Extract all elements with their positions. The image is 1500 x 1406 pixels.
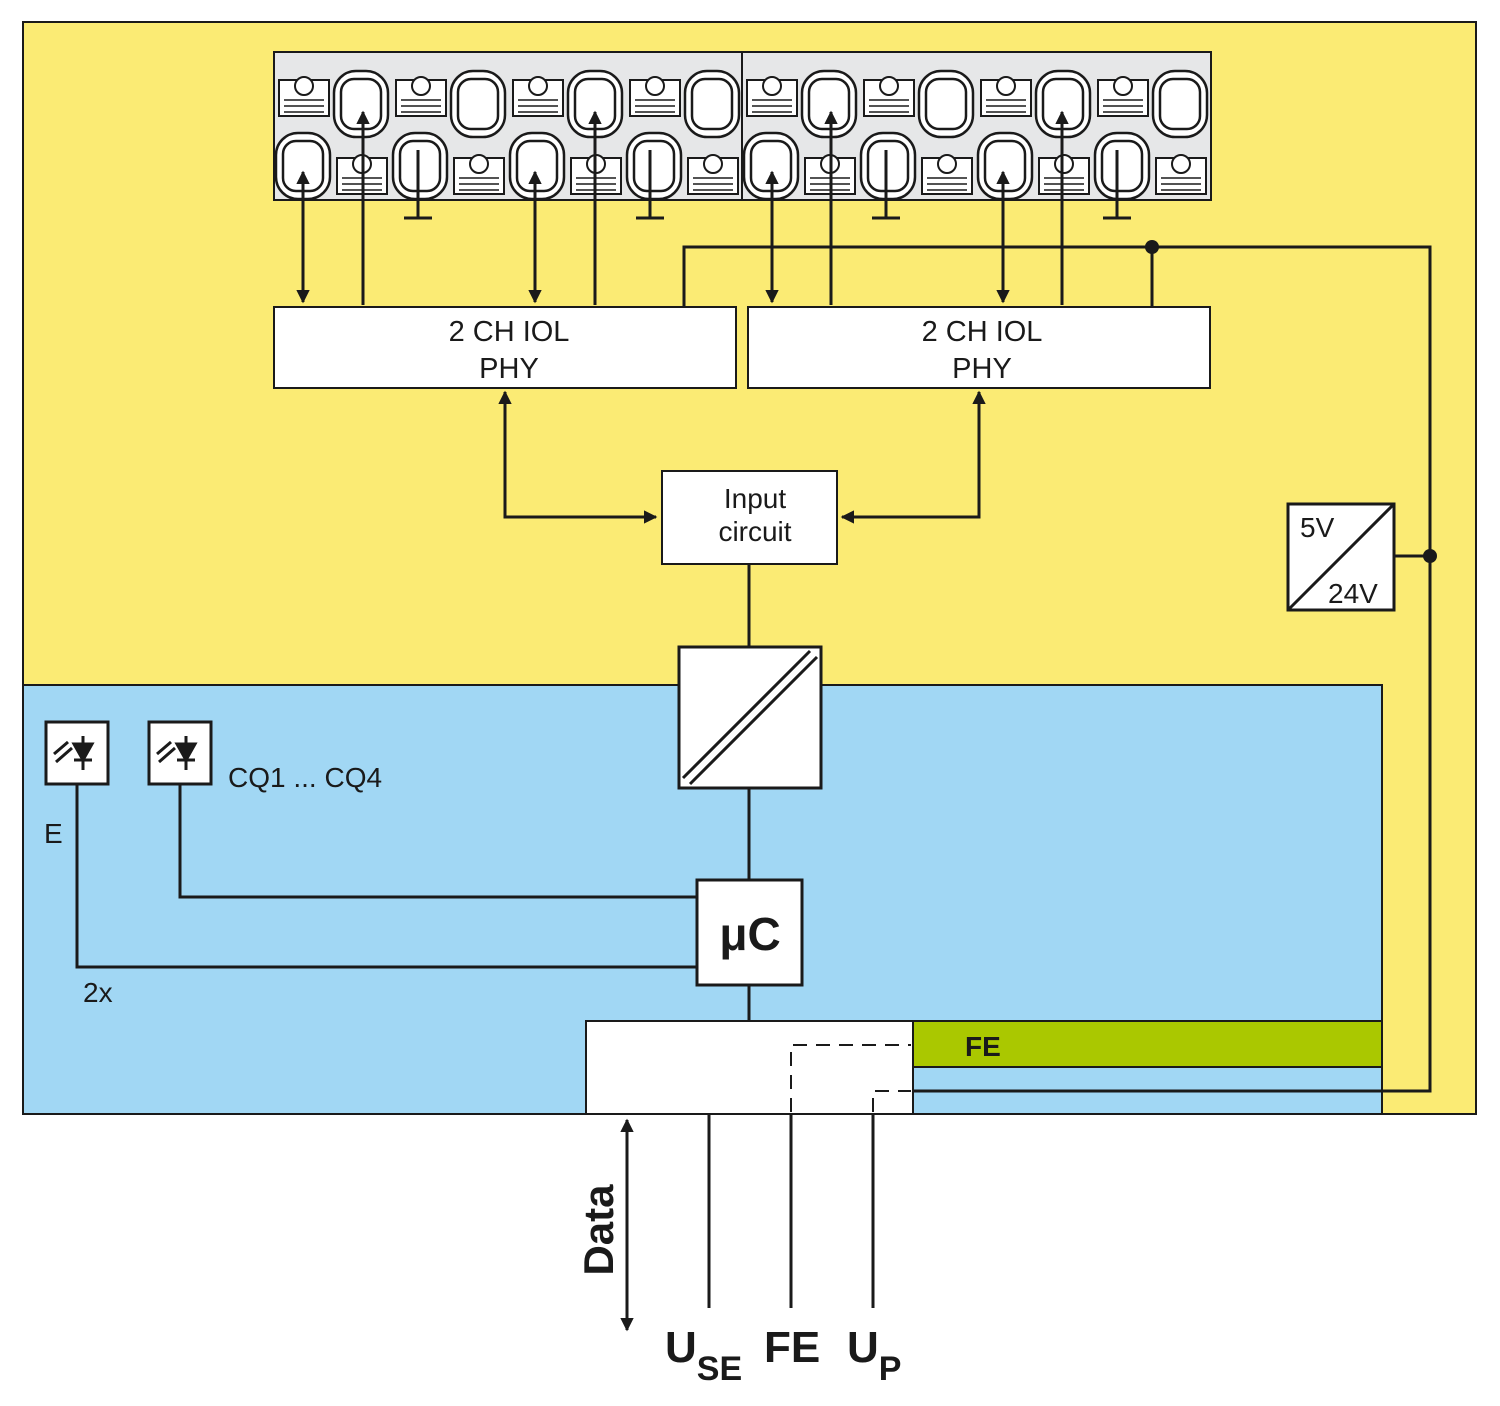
arrow-icon (840, 390, 986, 524)
terminal-icon (1097, 76, 1149, 117)
terminal-icon (683, 69, 741, 139)
terminal-icon (917, 69, 975, 139)
terminal-icon (1038, 154, 1090, 195)
terminal-icon (800, 69, 858, 139)
terminal-icon (449, 69, 507, 139)
voltage-converter: 5V 24V (1286, 502, 1396, 612)
microcontroller-label: μC (719, 908, 780, 960)
led-diode-icon (53, 736, 95, 770)
phy-left-line1: 2 CH IOL (449, 316, 570, 348)
fe-label: FE (764, 1323, 820, 1372)
input-circuit-line2: circuit (718, 516, 791, 547)
terminal-icon (625, 131, 683, 201)
led-e: E 2x (44, 720, 113, 1008)
use-label: USE (665, 1323, 742, 1388)
terminal-icon (976, 131, 1034, 201)
terminal-icon (863, 76, 915, 117)
led-e-count: 2x (83, 977, 113, 1008)
input-circuit-block: Input circuit (661, 470, 838, 565)
led-wiring (75, 784, 697, 969)
up-main: U (847, 1323, 879, 1372)
terminal-icon (453, 154, 505, 195)
up-sub: P (879, 1350, 902, 1388)
external-lines (620, 1114, 875, 1332)
phy-block-right: 2 CH IOL PHY (747, 306, 1211, 389)
data-label: Data (575, 1184, 622, 1276)
up-label: UP (847, 1323, 901, 1388)
terminal-icon (395, 76, 447, 117)
converter-24v: 24V (1328, 578, 1378, 609)
terminal-icon (859, 131, 917, 201)
phy-right-line2: PHY (952, 353, 1012, 385)
led-cq: CQ1 ... CQ4 (147, 720, 382, 793)
terminal-icon (1151, 69, 1209, 139)
converter-5v: 5V (1300, 512, 1335, 543)
terminal-icon (332, 69, 390, 139)
terminal-icon (512, 76, 564, 117)
phy-right-line1: 2 CH IOL (922, 316, 1043, 348)
terminal-icon (742, 131, 800, 201)
terminal-icon (629, 76, 681, 117)
terminal-icon (391, 131, 449, 201)
terminal-strip (273, 51, 1212, 201)
phy-left-line2: PHY (479, 353, 539, 385)
isolation-icon (677, 645, 823, 790)
phy-input-connections (498, 390, 986, 524)
terminal-arrows (296, 110, 1069, 305)
terminal-icon (1155, 154, 1207, 195)
terminal-icon (1093, 131, 1151, 201)
terminal-icon (508, 131, 566, 201)
led-e-label: E (44, 818, 63, 849)
junction-dot (1423, 549, 1437, 563)
terminal-icon (278, 76, 330, 117)
connector-block (585, 1020, 914, 1115)
terminal-icon-group (274, 69, 1209, 201)
arrow-icon (498, 390, 658, 524)
use-sub: SE (697, 1350, 742, 1388)
junction-dot (1145, 240, 1159, 254)
use-main: U (665, 1323, 697, 1372)
microcontroller-block: μC (695, 878, 804, 987)
fe-bar-label: FE (965, 1031, 1001, 1062)
terminal-icon (980, 76, 1032, 117)
ground-icon (404, 150, 1131, 220)
terminal-icon (687, 154, 739, 195)
led-cq-label: CQ1 ... CQ4 (228, 762, 382, 793)
input-circuit-line1: Input (724, 483, 786, 514)
fe-bar (912, 1020, 1383, 1068)
phy-block-left: 2 CH IOL PHY (273, 306, 737, 389)
terminal-icon (921, 154, 973, 195)
terminal-icon (746, 76, 798, 117)
terminal-icon (1034, 69, 1092, 139)
led-diode-icon (156, 736, 198, 770)
